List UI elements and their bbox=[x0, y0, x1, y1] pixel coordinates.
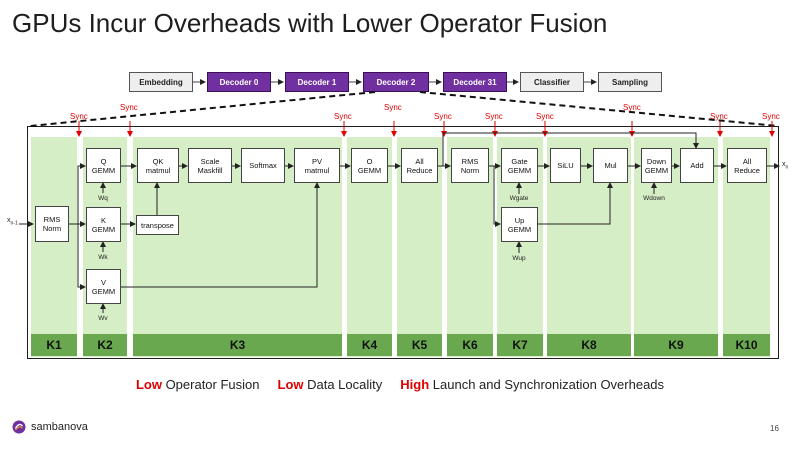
weight-wv-label: Wv bbox=[98, 315, 108, 322]
pipeline-decoder-1: Decoder 1 bbox=[285, 72, 349, 92]
k-gemm-op: K GEMM bbox=[86, 207, 121, 242]
sync-label-9: Sync bbox=[710, 112, 728, 121]
kernel-label-k1: K1 bbox=[31, 334, 77, 356]
weight-wdown-label: Wdown bbox=[643, 195, 665, 202]
kernel-label-k7: K7 bbox=[497, 334, 543, 356]
add-op: Add bbox=[680, 148, 714, 183]
sync-label-3: Sync bbox=[334, 112, 352, 121]
pipeline-decoder-2: Decoder 2 bbox=[363, 72, 429, 92]
pipeline-classifier: Classifier bbox=[520, 72, 584, 92]
pv-matmul-op: PV matmul bbox=[294, 148, 340, 183]
qk-matmul-op: QK matmul bbox=[137, 148, 179, 183]
sync-label-4: Sync bbox=[384, 103, 402, 112]
pipeline-decoder-0: Decoder 0 bbox=[207, 72, 271, 92]
v-gemm-op: V GEMM bbox=[86, 269, 121, 304]
page-number: 16 bbox=[770, 424, 779, 433]
sync-label-6: Sync bbox=[485, 112, 503, 121]
kernel-label-k6: K6 bbox=[447, 334, 493, 356]
input-x-label: xn-1 bbox=[7, 217, 18, 227]
sync-label-1: Sync bbox=[70, 112, 88, 121]
sync-label-10: Sync bbox=[762, 112, 780, 121]
weight-wup-label: Wup bbox=[512, 255, 526, 262]
all-reduce-2-op: All Reduce bbox=[727, 148, 767, 183]
pipeline-embedding: Embedding bbox=[129, 72, 193, 92]
weight-wq-label: Wq bbox=[98, 195, 108, 202]
kernel-column-k1 bbox=[31, 137, 77, 357]
pipeline-sampling: Sampling bbox=[598, 72, 662, 92]
decoder-detail-frame bbox=[27, 126, 779, 359]
transpose-op: transpose bbox=[136, 215, 179, 235]
up-gemm-op: Up GEMM bbox=[501, 207, 538, 242]
kernel-label-k2: K2 bbox=[83, 334, 127, 356]
rms-norm-2-op: RMS Norm bbox=[451, 148, 489, 183]
kernel-label-k5: K5 bbox=[397, 334, 442, 356]
scale-maskfill-op: Scale Maskfill bbox=[188, 148, 232, 183]
sync-label-5: Sync bbox=[434, 112, 452, 121]
kernel-label-k4: K4 bbox=[347, 334, 392, 356]
sync-label-8: Sync bbox=[623, 103, 641, 112]
low-operator-fusion-highlight: Low bbox=[135, 377, 162, 392]
sync-label-2: Sync bbox=[120, 103, 138, 112]
sambanova-logo: sambanova bbox=[12, 420, 88, 434]
pipeline-decoder-31: Decoder 31 bbox=[443, 72, 507, 92]
weight-wk-label: Wk bbox=[98, 254, 108, 261]
down-gemm-op: Down GEMM bbox=[641, 148, 672, 183]
data-locality-text: Data Locality bbox=[303, 377, 383, 392]
kernel-label-k3: K3 bbox=[133, 334, 342, 356]
softmax-op: Softmax bbox=[241, 148, 285, 183]
all-reduce-1-op: All Reduce bbox=[401, 148, 438, 183]
q-gemm-op: Q GEMM bbox=[86, 148, 121, 183]
high-overheads-highlight: High bbox=[400, 377, 430, 392]
sambanova-logo-text: sambanova bbox=[31, 421, 88, 433]
sambanova-logo-icon bbox=[12, 420, 26, 434]
weight-wgate-label: Wgate bbox=[509, 195, 529, 202]
silu-op: SiLU bbox=[550, 148, 581, 183]
operator-fusion-text: Operator Fusion bbox=[161, 377, 260, 392]
sync-label-7: Sync bbox=[536, 112, 554, 121]
gate-gemm-op: Gate GEMM bbox=[501, 148, 538, 183]
slide-title: GPUs Incur Overheads with Lower Operator… bbox=[12, 8, 608, 38]
kernel-label-k9: K9 bbox=[634, 334, 718, 356]
kernel-label-k10: K10 bbox=[723, 334, 770, 356]
low-data-locality-highlight: Low bbox=[277, 377, 304, 392]
mul-op: Mul bbox=[593, 148, 628, 183]
kernel-label-k8: K8 bbox=[547, 334, 631, 356]
output-x-label: xn bbox=[782, 161, 789, 171]
rms-norm-1-op: RMS Norm bbox=[35, 206, 69, 242]
o-gemm-op: O GEMM bbox=[351, 148, 388, 183]
launch-sync-overheads-text: Launch and Synchronization Overheads bbox=[429, 377, 665, 392]
